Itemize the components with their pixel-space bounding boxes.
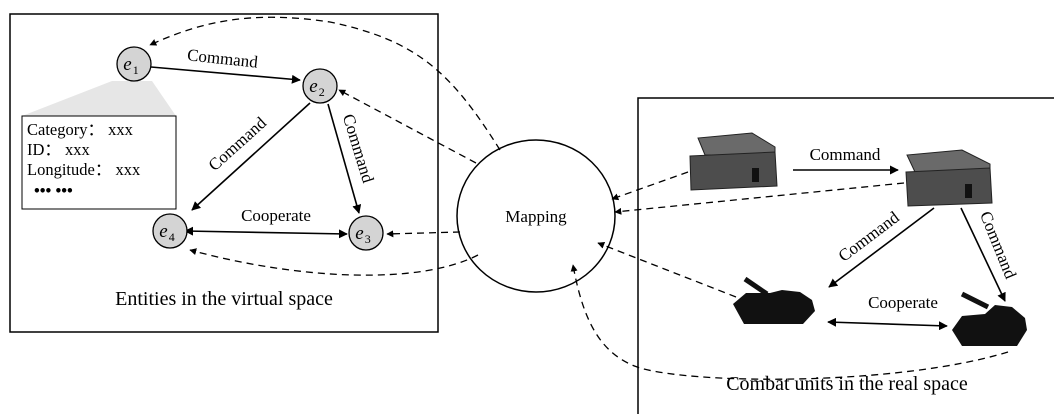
edge-e4-e3	[184, 226, 348, 239]
real-edge-hq-tank-right	[960, 207, 1006, 302]
svg-text:e2: e2	[309, 76, 324, 99]
tank-left-icon	[733, 276, 815, 324]
edge-e2-e4	[191, 102, 311, 211]
dashed-link-mapping-e3	[386, 230, 461, 238]
edge-label-e2-e4: Command	[205, 113, 271, 175]
svg-text:e4: e4	[159, 221, 174, 244]
dashed-link-hqright-mapping	[614, 182, 905, 215]
info-box	[21, 115, 177, 210]
node-e2: e2	[302, 68, 338, 104]
real-edge-tank-tank	[827, 317, 948, 331]
edge-e2-e3	[327, 103, 362, 214]
virtual-space-panel	[9, 13, 439, 333]
info-box-line-ellipsis: ••• •••	[34, 181, 73, 200]
edge-label-e1-e2: Command	[186, 45, 259, 71]
dashed-link-tankleft-mapping	[597, 242, 737, 298]
dashed-link-hqleft-mapping	[611, 171, 689, 201]
real-edge-label-tank-tank: Cooperate	[868, 293, 938, 312]
info-box-line-longitude: Longitude： xxx	[27, 160, 141, 179]
real-edge-hq-tank-left	[828, 207, 935, 288]
real-space-panel	[637, 97, 1054, 414]
dashed-link-mapping-e4	[189, 248, 479, 276]
info-box-callout	[22, 81, 176, 116]
edge-e1-e2	[150, 66, 301, 84]
node-e4: e4	[152, 213, 188, 249]
real-edge-label-hq-hq: Command	[810, 145, 881, 164]
real-panel-title: Combat units in the real space	[726, 373, 968, 395]
dashed-link-mapping-e1	[149, 16, 501, 151]
info-box-line-id: ID： xxx	[27, 140, 91, 159]
dashed-link-tankright-mapping	[570, 264, 1009, 380]
node-e1: e1	[116, 46, 152, 82]
dashed-link-mapping-e2	[338, 89, 477, 164]
mapping-ellipse	[456, 139, 616, 293]
mapping-label: Mapping	[505, 207, 567, 226]
edge-label-e2-e3: Command	[339, 112, 378, 186]
hq-building-right-icon	[905, 149, 993, 207]
virtual-panel-title: Entities in the virtual space	[115, 288, 333, 310]
real-edge-label-hq-tank-right: Command	[976, 209, 1020, 282]
svg-text:e3: e3	[355, 223, 370, 246]
edge-label-e4-e3: Cooperate	[241, 206, 311, 225]
svg-text:e1: e1	[123, 54, 138, 77]
tank-right-icon	[952, 291, 1027, 346]
node-e3: e3	[348, 215, 384, 251]
info-box-line-category: Category： xxx	[27, 120, 134, 139]
hq-building-left-icon	[689, 132, 778, 191]
